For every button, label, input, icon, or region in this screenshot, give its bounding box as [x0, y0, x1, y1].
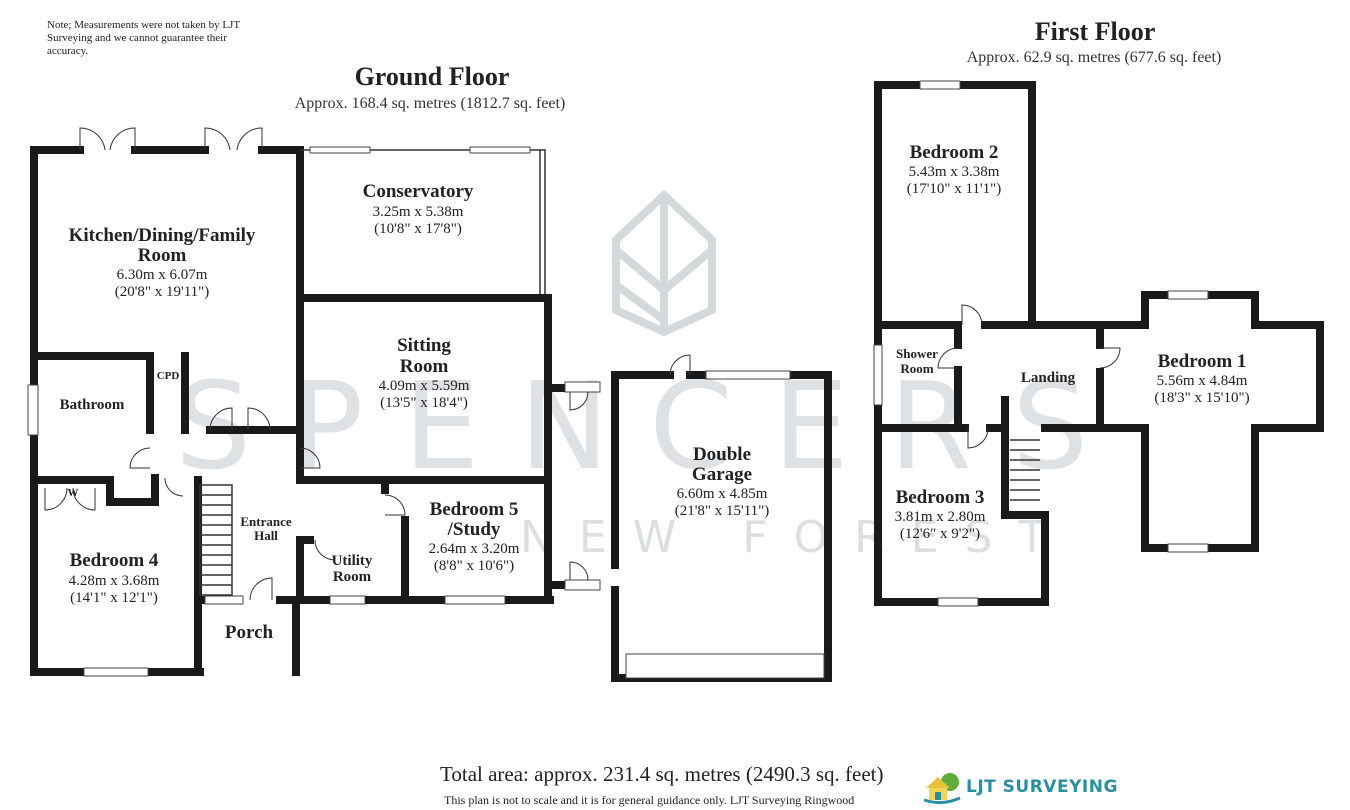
room-name-kitchen: Room: [138, 245, 187, 266]
room-dimension: 3.25m x 5.38m: [373, 204, 464, 220]
ground-floor-plan: Ground Floor Approx. 168.4 sq. metres (1…: [27, 62, 832, 682]
first-floor-area: Approx. 62.9 sq. metres (677.6 sq. feet): [967, 49, 1222, 66]
ljt-surveying-logo: LJT SURVEYING: [922, 770, 1118, 804]
room-dimension: 5.43m x 3.38m: [909, 164, 1000, 180]
room-name-garage: Garage: [692, 464, 752, 485]
watermark-subtext: NEW FOREST: [520, 512, 1071, 563]
room-dimension: 3.81m x 2.80m: [895, 509, 986, 525]
room-name-wc: W: [68, 487, 79, 499]
room-name-kitchen: Kitchen/Dining/Family: [69, 225, 256, 246]
disclaimer: This plan is not to scale and it is for …: [444, 793, 855, 807]
room-name-bedroom-1: Bedroom 1: [1158, 351, 1247, 372]
door[interactable]: [129, 447, 151, 469]
room-dimension: (17'10" x 11'1"): [907, 181, 1002, 197]
room-name-landing: Landing: [1021, 370, 1076, 386]
room-name-utility: Utility: [332, 553, 373, 569]
door[interactable]: [961, 304, 983, 326]
watermark: SPENCERS NEW FOREST: [175, 189, 1088, 563]
room-dimension: (20'8" x 19'11"): [115, 284, 210, 300]
watermark-leaf-logo: [612, 189, 716, 337]
staircase: [1010, 439, 1040, 501]
house-tree-icon: [923, 773, 961, 804]
total-area: Total area: approx. 231.4 sq. metres (24…: [440, 762, 884, 786]
room-name-sitting: Sitting: [397, 335, 451, 356]
door[interactable]: [1099, 347, 1121, 369]
room-name-utility: Room: [333, 569, 372, 585]
window: [27, 384, 39, 436]
logo-text: LJT SURVEYING: [966, 777, 1118, 797]
room-name-bedroom-3: Bedroom 3: [896, 487, 985, 508]
door[interactable]: [569, 561, 589, 581]
room-dimension: 4.09m x 5.59m: [379, 378, 470, 394]
door[interactable]: [937, 347, 959, 369]
room-name-bedroom-5: /Study: [447, 519, 501, 540]
room-name-entrance-hall: Hall: [254, 528, 278, 543]
room-dimension: 4.28m x 3.68m: [69, 573, 160, 589]
room-dimension: (8'8" x 10'6"): [434, 558, 514, 574]
room-name-shower: Shower: [896, 346, 938, 361]
door[interactable]: [314, 539, 336, 561]
staircase: [199, 484, 233, 596]
door[interactable]: [967, 427, 989, 449]
room-dimension: 6.30m x 6.07m: [117, 267, 208, 283]
door[interactable]: [569, 391, 589, 411]
measurement-note: Note; Measurements were not taken by LJT…: [47, 19, 240, 57]
door[interactable]: [384, 494, 406, 516]
door[interactable]: [164, 477, 184, 497]
room-dimension: 6.60m x 4.85m: [677, 486, 768, 502]
room-dimension: (12'6" x 9'2"): [900, 526, 980, 542]
room-dimension: (18'3" x 15'10"): [1154, 390, 1249, 406]
room-name-porch: Porch: [225, 622, 274, 643]
room-name-sitting: Room: [400, 356, 449, 377]
room-dimension: 5.56m x 4.84m: [1157, 373, 1248, 389]
room-name-bedroom-2: Bedroom 2: [910, 142, 999, 163]
french-doors[interactable]: [79, 127, 136, 151]
room-name-conservatory: Conservatory: [363, 181, 474, 202]
ground-floor-title: Ground Floor: [355, 62, 510, 91]
room-dimension: (14'1" x 12'1"): [70, 590, 158, 606]
room-name-bedroom-5: Bedroom 5: [430, 499, 519, 520]
first-floor-title: First Floor: [1035, 17, 1156, 46]
room-dimension: (13'5" x 18'4"): [380, 395, 468, 411]
door[interactable]: [669, 354, 691, 376]
first-floor-plan: First Floor Approx. 62.9 sq. metres (677…: [873, 17, 1324, 607]
ground-floor-area: Approx. 168.4 sq. metres (1812.7 sq. fee…: [295, 95, 566, 112]
french-doors[interactable]: [204, 127, 263, 151]
room-name-entrance-hall: Entrance: [240, 514, 292, 529]
room-name-shower: Room: [900, 361, 933, 376]
room-name-bedroom-4: Bedroom 4: [70, 550, 159, 571]
room-dimension: 2.64m x 3.20m: [429, 541, 520, 557]
room-dimension: (21'8" x 15'11"): [675, 503, 770, 519]
double-door[interactable]: [209, 407, 271, 431]
room-name-garage: Double: [693, 444, 751, 465]
front-door[interactable]: [249, 577, 273, 601]
room-name-cpd: CPD: [157, 370, 180, 382]
door[interactable]: [299, 447, 321, 469]
room-dimension: (10'8" x 17'8"): [374, 221, 462, 237]
room-name-bathroom: Bathroom: [60, 397, 125, 413]
